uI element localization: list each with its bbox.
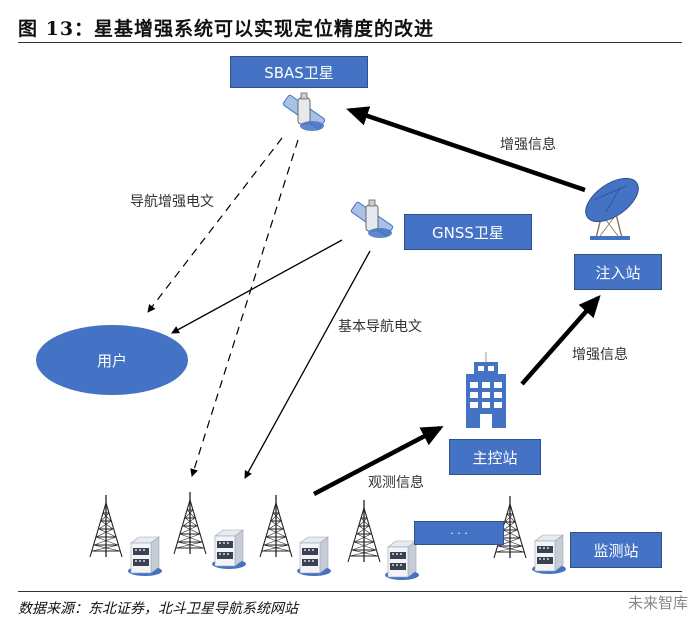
arrow-monitor-to-master — [312, 426, 444, 496]
label-navigation-augmentation-message: 导航增强电文 — [130, 194, 214, 210]
building-icon — [466, 352, 506, 428]
more-stations-ellipsis: · · · — [414, 521, 504, 545]
master-control-station-node: 主控站 — [449, 439, 541, 475]
ground-station-5 — [493, 495, 567, 575]
tower-icon — [347, 499, 381, 563]
satellite-dish-icon — [585, 177, 639, 240]
data-source-note: 数据来源：东北证券，北斗卫星导航系统网站 — [18, 601, 298, 617]
server-icon — [211, 529, 247, 570]
label-augmentation-info-top: 增强信息 — [500, 137, 556, 153]
arrow-sbas-to-user — [147, 137, 283, 313]
arrow-master-to-uplink — [520, 295, 601, 386]
footer-rule — [18, 591, 682, 592]
sbas-satellite-icon — [282, 92, 326, 132]
tower-icon — [259, 494, 293, 558]
monitoring-station-node: 监测站 — [570, 532, 662, 568]
server-icon — [384, 540, 420, 581]
arrow-gnss-to-user — [171, 239, 343, 334]
gnss-satellite-node: GNSS卫星 — [404, 214, 532, 250]
figure-title: 图 13：星基增强系统可以实现定位精度的改进 — [18, 18, 435, 40]
label-observation-info: 观测信息 — [368, 475, 424, 491]
ground-station-3 — [259, 494, 332, 577]
ground-station-2 — [173, 491, 247, 570]
uplink-station-node: 注入站 — [574, 254, 662, 290]
server-icon — [127, 536, 163, 577]
sbas-satellite-node: SBAS卫星 — [230, 56, 368, 88]
server-icon — [296, 536, 332, 577]
arrow-sbas-to-ground — [190, 139, 299, 477]
label-augmentation-info-right: 增强信息 — [572, 347, 628, 363]
label-basic-navigation-message: 基本导航电文 — [338, 319, 422, 335]
gnss-satellite-icon — [350, 199, 394, 239]
title-rule — [18, 42, 682, 43]
server-icon — [531, 534, 567, 575]
ground-station-1 — [89, 494, 163, 577]
arrow-uplink-to-sbas — [346, 106, 586, 193]
tower-icon — [173, 491, 207, 555]
arrow-gnss-to-ground — [244, 250, 371, 479]
ground-station-4 — [347, 499, 420, 581]
watermark: 未来智库 — [627, 594, 688, 612]
user-node: 用户 — [36, 325, 188, 395]
tower-icon — [89, 494, 123, 558]
